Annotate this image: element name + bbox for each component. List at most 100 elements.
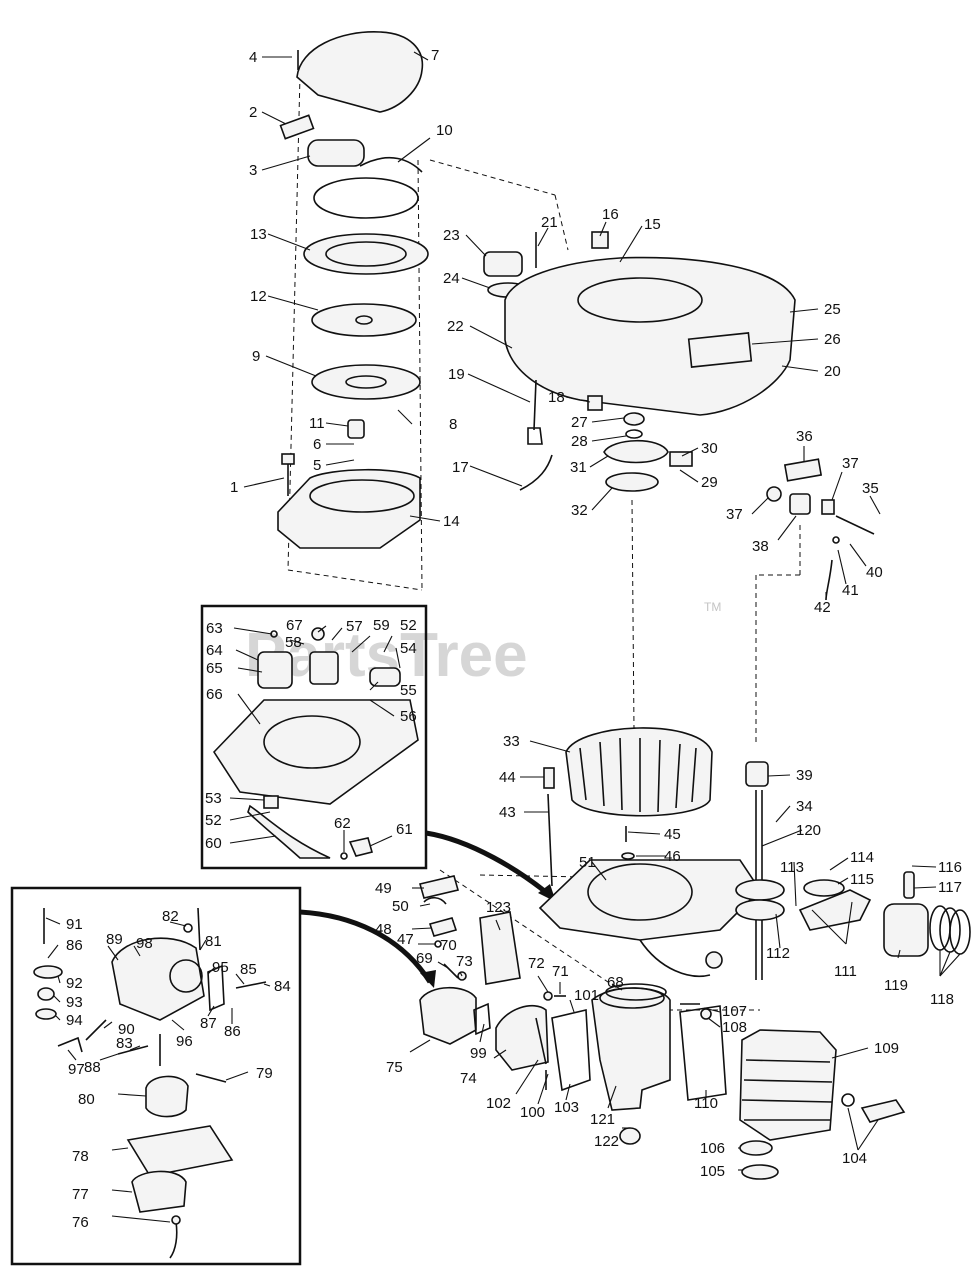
- callout-26: 26: [824, 331, 841, 348]
- callout-87: 87: [200, 1015, 217, 1032]
- callout-106: 106: [700, 1140, 725, 1157]
- callout-42: 42: [814, 599, 831, 616]
- callout-65: 65: [206, 660, 223, 677]
- callout-32: 32: [571, 502, 588, 519]
- callout-72: 72: [528, 955, 545, 972]
- callout-97: 97: [68, 1061, 85, 1078]
- callout-93: 93: [66, 994, 83, 1011]
- callout-1: 1: [230, 479, 238, 496]
- callout-80: 80: [78, 1091, 95, 1108]
- callout-56: 56: [400, 708, 417, 725]
- part-outlines: [33, 31, 971, 1259]
- callout-121: 121: [590, 1111, 615, 1128]
- callout-64: 64: [206, 642, 223, 659]
- callout-17: 17: [452, 459, 469, 476]
- callout-115: 115: [850, 871, 874, 888]
- callout-66: 66: [206, 686, 223, 703]
- callout-63: 63: [206, 620, 223, 637]
- callout-112: 112: [766, 945, 790, 962]
- callout-75: 75: [386, 1059, 403, 1076]
- callout-91: 91: [66, 916, 83, 933]
- callout-92: 92: [66, 975, 83, 992]
- callout-29: 29: [701, 474, 718, 491]
- callout-100: 100: [520, 1104, 545, 1121]
- callout-85: 85: [240, 961, 257, 978]
- callout-104: 104: [842, 1150, 867, 1167]
- callout-96: 96: [176, 1033, 193, 1050]
- callout-78: 78: [72, 1148, 89, 1165]
- callout-76: 76: [72, 1214, 89, 1231]
- callout-labels: 1 2 3 4 5 6 7 8 9 10 11 12 13 14 15 16 1…: [66, 47, 962, 1231]
- callout-69: 69: [416, 950, 433, 967]
- watermark-trademark: TM: [704, 600, 721, 614]
- callout-47: 47: [397, 931, 414, 948]
- callout-16: 16: [602, 206, 619, 223]
- callout-67: 67: [286, 617, 303, 634]
- callout-22: 22: [447, 318, 464, 335]
- callout-58: 58: [285, 634, 302, 651]
- callout-95: 95: [212, 959, 229, 976]
- callout-90: 90: [118, 1021, 135, 1038]
- callout-82: 82: [162, 908, 179, 925]
- callout-109: 109: [874, 1040, 899, 1057]
- callout-53: 53: [205, 790, 222, 807]
- callout-57: 57: [346, 618, 363, 635]
- callout-73: 73: [456, 953, 473, 970]
- callout-35: 35: [862, 480, 879, 497]
- callout-114: 114: [850, 849, 874, 866]
- callout-108: 108: [722, 1019, 747, 1036]
- callout-84: 84: [274, 978, 291, 995]
- callout-79: 79: [256, 1065, 273, 1082]
- callout-48: 48: [375, 921, 392, 938]
- callout-94: 94: [66, 1012, 83, 1029]
- callout-62: 62: [334, 815, 351, 832]
- callout-61: 61: [396, 821, 413, 838]
- callout-45: 45: [664, 826, 681, 843]
- callout-33: 33: [503, 733, 520, 750]
- callout-101: 101: [574, 987, 599, 1004]
- callout-2: 2: [249, 104, 257, 121]
- callout-68: 68: [607, 974, 624, 991]
- callout-83: 83: [116, 1035, 133, 1052]
- callout-14: 14: [443, 513, 460, 530]
- callout-3: 3: [249, 162, 257, 179]
- governor-inset-box: [200, 604, 428, 870]
- callout-51: 51: [579, 854, 596, 871]
- callout-34: 34: [796, 798, 813, 815]
- callout-41: 41: [842, 582, 859, 599]
- callout-103: 103: [554, 1099, 579, 1116]
- callout-44: 44: [499, 769, 516, 786]
- callout-77: 77: [72, 1186, 89, 1203]
- callout-46: 46: [664, 848, 681, 865]
- callout-122: 122: [594, 1133, 619, 1150]
- callout-110: 110: [694, 1095, 718, 1112]
- callout-9: 9: [252, 348, 260, 365]
- callout-120: 120: [796, 822, 821, 839]
- callout-102: 102: [486, 1095, 511, 1112]
- callout-12: 12: [250, 288, 267, 305]
- callout-31: 31: [570, 459, 587, 476]
- callout-13: 13: [250, 226, 267, 243]
- callout-119: 119: [884, 977, 908, 994]
- callout-52b: 52: [205, 812, 222, 829]
- carburetor-inset-box: [10, 886, 302, 1266]
- callout-86: 86: [66, 937, 83, 954]
- callout-113: 113: [780, 859, 804, 876]
- callout-116: 116: [938, 859, 962, 876]
- callout-54: 54: [400, 640, 417, 657]
- callout-37: 37: [842, 455, 859, 472]
- callout-88: 88: [84, 1059, 101, 1076]
- callout-74: 74: [460, 1070, 477, 1087]
- callout-40: 40: [866, 564, 883, 581]
- callout-117: 117: [938, 879, 962, 896]
- callout-71: 71: [552, 963, 569, 980]
- callout-99: 99: [470, 1045, 487, 1062]
- callout-18: 18: [548, 389, 565, 406]
- callout-8: 8: [449, 416, 457, 433]
- callout-107: 107: [722, 1003, 747, 1020]
- callout-60: 60: [205, 835, 222, 852]
- callout-43: 43: [499, 804, 516, 821]
- callout-86b: 86: [224, 1023, 241, 1040]
- callout-70: 70: [440, 937, 457, 954]
